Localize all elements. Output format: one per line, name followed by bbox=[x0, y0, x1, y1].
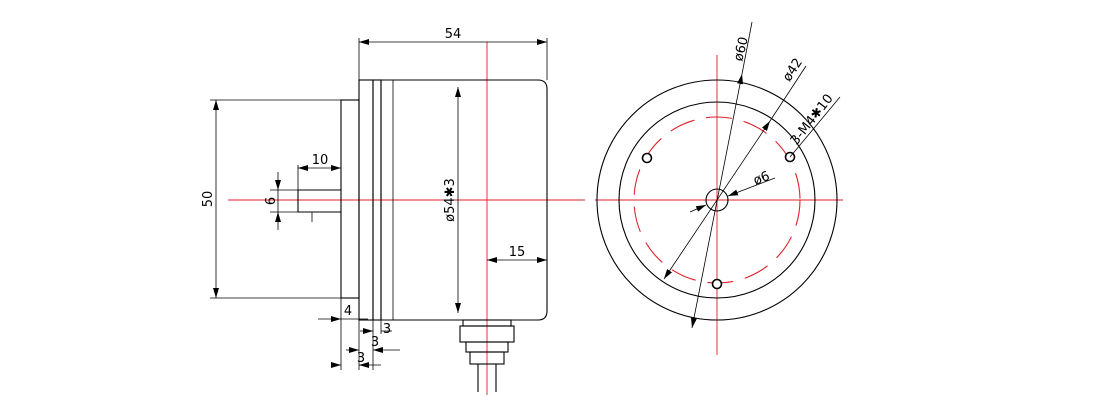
dimension-cable-offset: 15 bbox=[487, 245, 547, 263]
dimension-height: 50 bbox=[201, 99, 341, 299]
dim-body-diameter-label: ø54✱3 bbox=[443, 178, 458, 222]
dim-height-label: 50 bbox=[201, 191, 216, 208]
dimension-shaft-length: 10 bbox=[297, 153, 342, 190]
cable-gland bbox=[459, 319, 515, 392]
dimension-front-shaft: ø6 bbox=[689, 169, 776, 213]
mounting-hole-bottom bbox=[711, 278, 723, 290]
dim-front-shaft-label: ø6 bbox=[751, 169, 772, 189]
dimension-bottom-steps: 4 3 3 3 bbox=[318, 298, 400, 370]
dim-bolt-circle-label: ø42 bbox=[780, 56, 806, 85]
dimension-body-diameter: ø54✱3 bbox=[443, 87, 461, 313]
front-view: ø60 ø42 3-M4✱10 ø6 bbox=[595, 21, 843, 355]
mounting-hole-left bbox=[641, 152, 653, 164]
dimension-bolt-circle: ø42 bbox=[663, 56, 807, 280]
dimension-shaft-diameter: 6 bbox=[264, 172, 298, 230]
dim-flange-label: 4 bbox=[344, 304, 352, 319]
encoder-housing bbox=[380, 79, 548, 321]
shaft bbox=[297, 189, 341, 222]
dim-holes-label: 3-M4✱10 bbox=[788, 92, 837, 148]
dimension-outer-diameter: ø60 bbox=[690, 21, 753, 329]
dim-gap-2-label: 3 bbox=[371, 335, 379, 350]
dim-cable-offset-label: 15 bbox=[509, 245, 526, 260]
dimension-length: 54 bbox=[358, 27, 548, 80]
dimension-holes: 3-M4✱10 bbox=[788, 92, 841, 158]
side-view: 54 50 10 6 ø54✱3 bbox=[201, 27, 585, 395]
dim-outer-diameter-label: ø60 bbox=[731, 35, 751, 62]
dim-gap-3-label: 3 bbox=[357, 351, 365, 366]
mounting-flange bbox=[340, 99, 360, 299]
dim-shaft-diameter-label: 6 bbox=[264, 197, 279, 205]
dim-gap-1-label: 3 bbox=[383, 322, 391, 337]
dim-length-label: 54 bbox=[445, 27, 462, 42]
dim-shaft-length-label: 10 bbox=[312, 153, 329, 168]
